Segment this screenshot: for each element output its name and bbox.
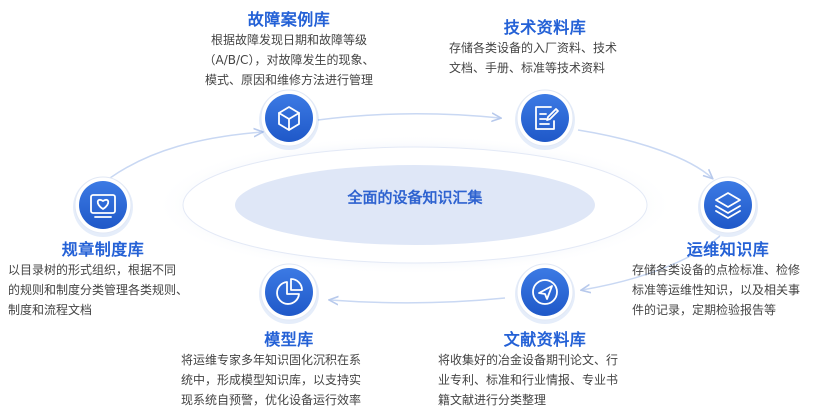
description-line: 的规则和制度分类管理各类规则、 — [8, 283, 189, 297]
node-literature[interactable] — [515, 263, 575, 324]
description-line: 现系统自预警，优化设备运行效率 — [181, 393, 362, 407]
description-line: （A/B/C），对故障发生的现象、 — [203, 53, 375, 67]
center-label: 全面的设备知识汇集 — [347, 188, 483, 207]
description-line: 业专利、标准和行业情报、专业书 — [438, 373, 619, 387]
node-description-literature: 将收集好的冶金设备期刊论文、行业专利、标准和行业情报、专业书籍文献进行分类整理 — [438, 350, 658, 410]
node-circle — [704, 181, 752, 229]
image-frame-icon — [90, 194, 116, 218]
cycle-arc-bottom — [330, 298, 506, 303]
node-circle — [265, 268, 313, 316]
node-title-tech: 技术资料库 — [503, 18, 587, 37]
description-line: 文档、手册、标准等技术资料 — [449, 61, 606, 75]
paper-plane-icon — [532, 279, 558, 305]
description-line: 以目录树的形式组织，根据不同 — [8, 263, 177, 277]
node-circle — [521, 268, 569, 316]
node-description-rules: 以目录树的形式组织，根据不同的规则和制度分类管理各类规则、制度和流程文档 — [8, 260, 213, 320]
document-edit-icon — [535, 106, 559, 130]
description-line: 根据故障发现日期和故障等级 — [210, 33, 367, 47]
description-line: 统中，形成模型知识库，以支持实 — [181, 373, 362, 387]
cycle-arc-top-right — [577, 129, 712, 178]
node-title-literature: 文献资料库 — [503, 330, 587, 349]
node-rules[interactable] — [73, 176, 133, 237]
cycle-arc-bottom-right — [582, 235, 721, 290]
node-fault[interactable] — [259, 89, 319, 150]
node-description-model: 将运维专家多年知识固化沉积在系统中，形成模型知识库，以支持实现系统自预警，优化设… — [181, 350, 401, 410]
description-line: 籍文献进行分类整理 — [438, 393, 547, 407]
node-description-tech: 存储各类设备的入厂资料、技术文档、手册、标准等技术资料 — [449, 38, 649, 78]
node-title-ops: 运维知识库 — [686, 240, 770, 259]
node-model[interactable] — [259, 263, 319, 324]
description-line: 存储各类设备的点检标准、检修 — [632, 263, 801, 277]
node-description-fault: 根据故障发现日期和故障等级 （A/B/C），对故障发生的现象、模式、原因和维修方法… — [198, 30, 380, 90]
node-title-model: 模型库 — [264, 330, 314, 349]
description-line: 制度和流程文档 — [8, 303, 93, 317]
node-tech[interactable] — [515, 89, 575, 150]
layers-icon — [715, 192, 741, 219]
cube-icon — [278, 106, 300, 131]
node-title-rules: 规章制度库 — [61, 240, 145, 259]
node-ops[interactable] — [698, 176, 758, 237]
description-line: 将收集好的冶金设备期刊论文、行 — [438, 353, 619, 367]
description-line: 存储各类设备的入厂资料、技术 — [449, 41, 618, 55]
pie-chart-icon — [276, 278, 303, 305]
cycle-arc-top — [317, 114, 500, 120]
description-line: 件的记录，定期检验报告等 — [632, 303, 777, 317]
center-ellipse-core — [235, 165, 595, 245]
node-title-fault: 故障案例库 — [247, 10, 331, 29]
description-line: 将运维专家多年知识固化沉积在系 — [181, 353, 362, 367]
node-description-ops: 存储各类设备的点检标准、检修标准等运维性知识，以及相关事件的记录，定期检验报告等 — [632, 260, 830, 320]
node-circle — [521, 94, 569, 142]
description-line: 标准等运维性知识，以及相关事 — [632, 283, 801, 297]
node-circle — [79, 181, 127, 229]
description-line: 模式、原因和维修方法进行管理 — [204, 73, 373, 87]
cycle-arc-top-left — [109, 132, 262, 179]
